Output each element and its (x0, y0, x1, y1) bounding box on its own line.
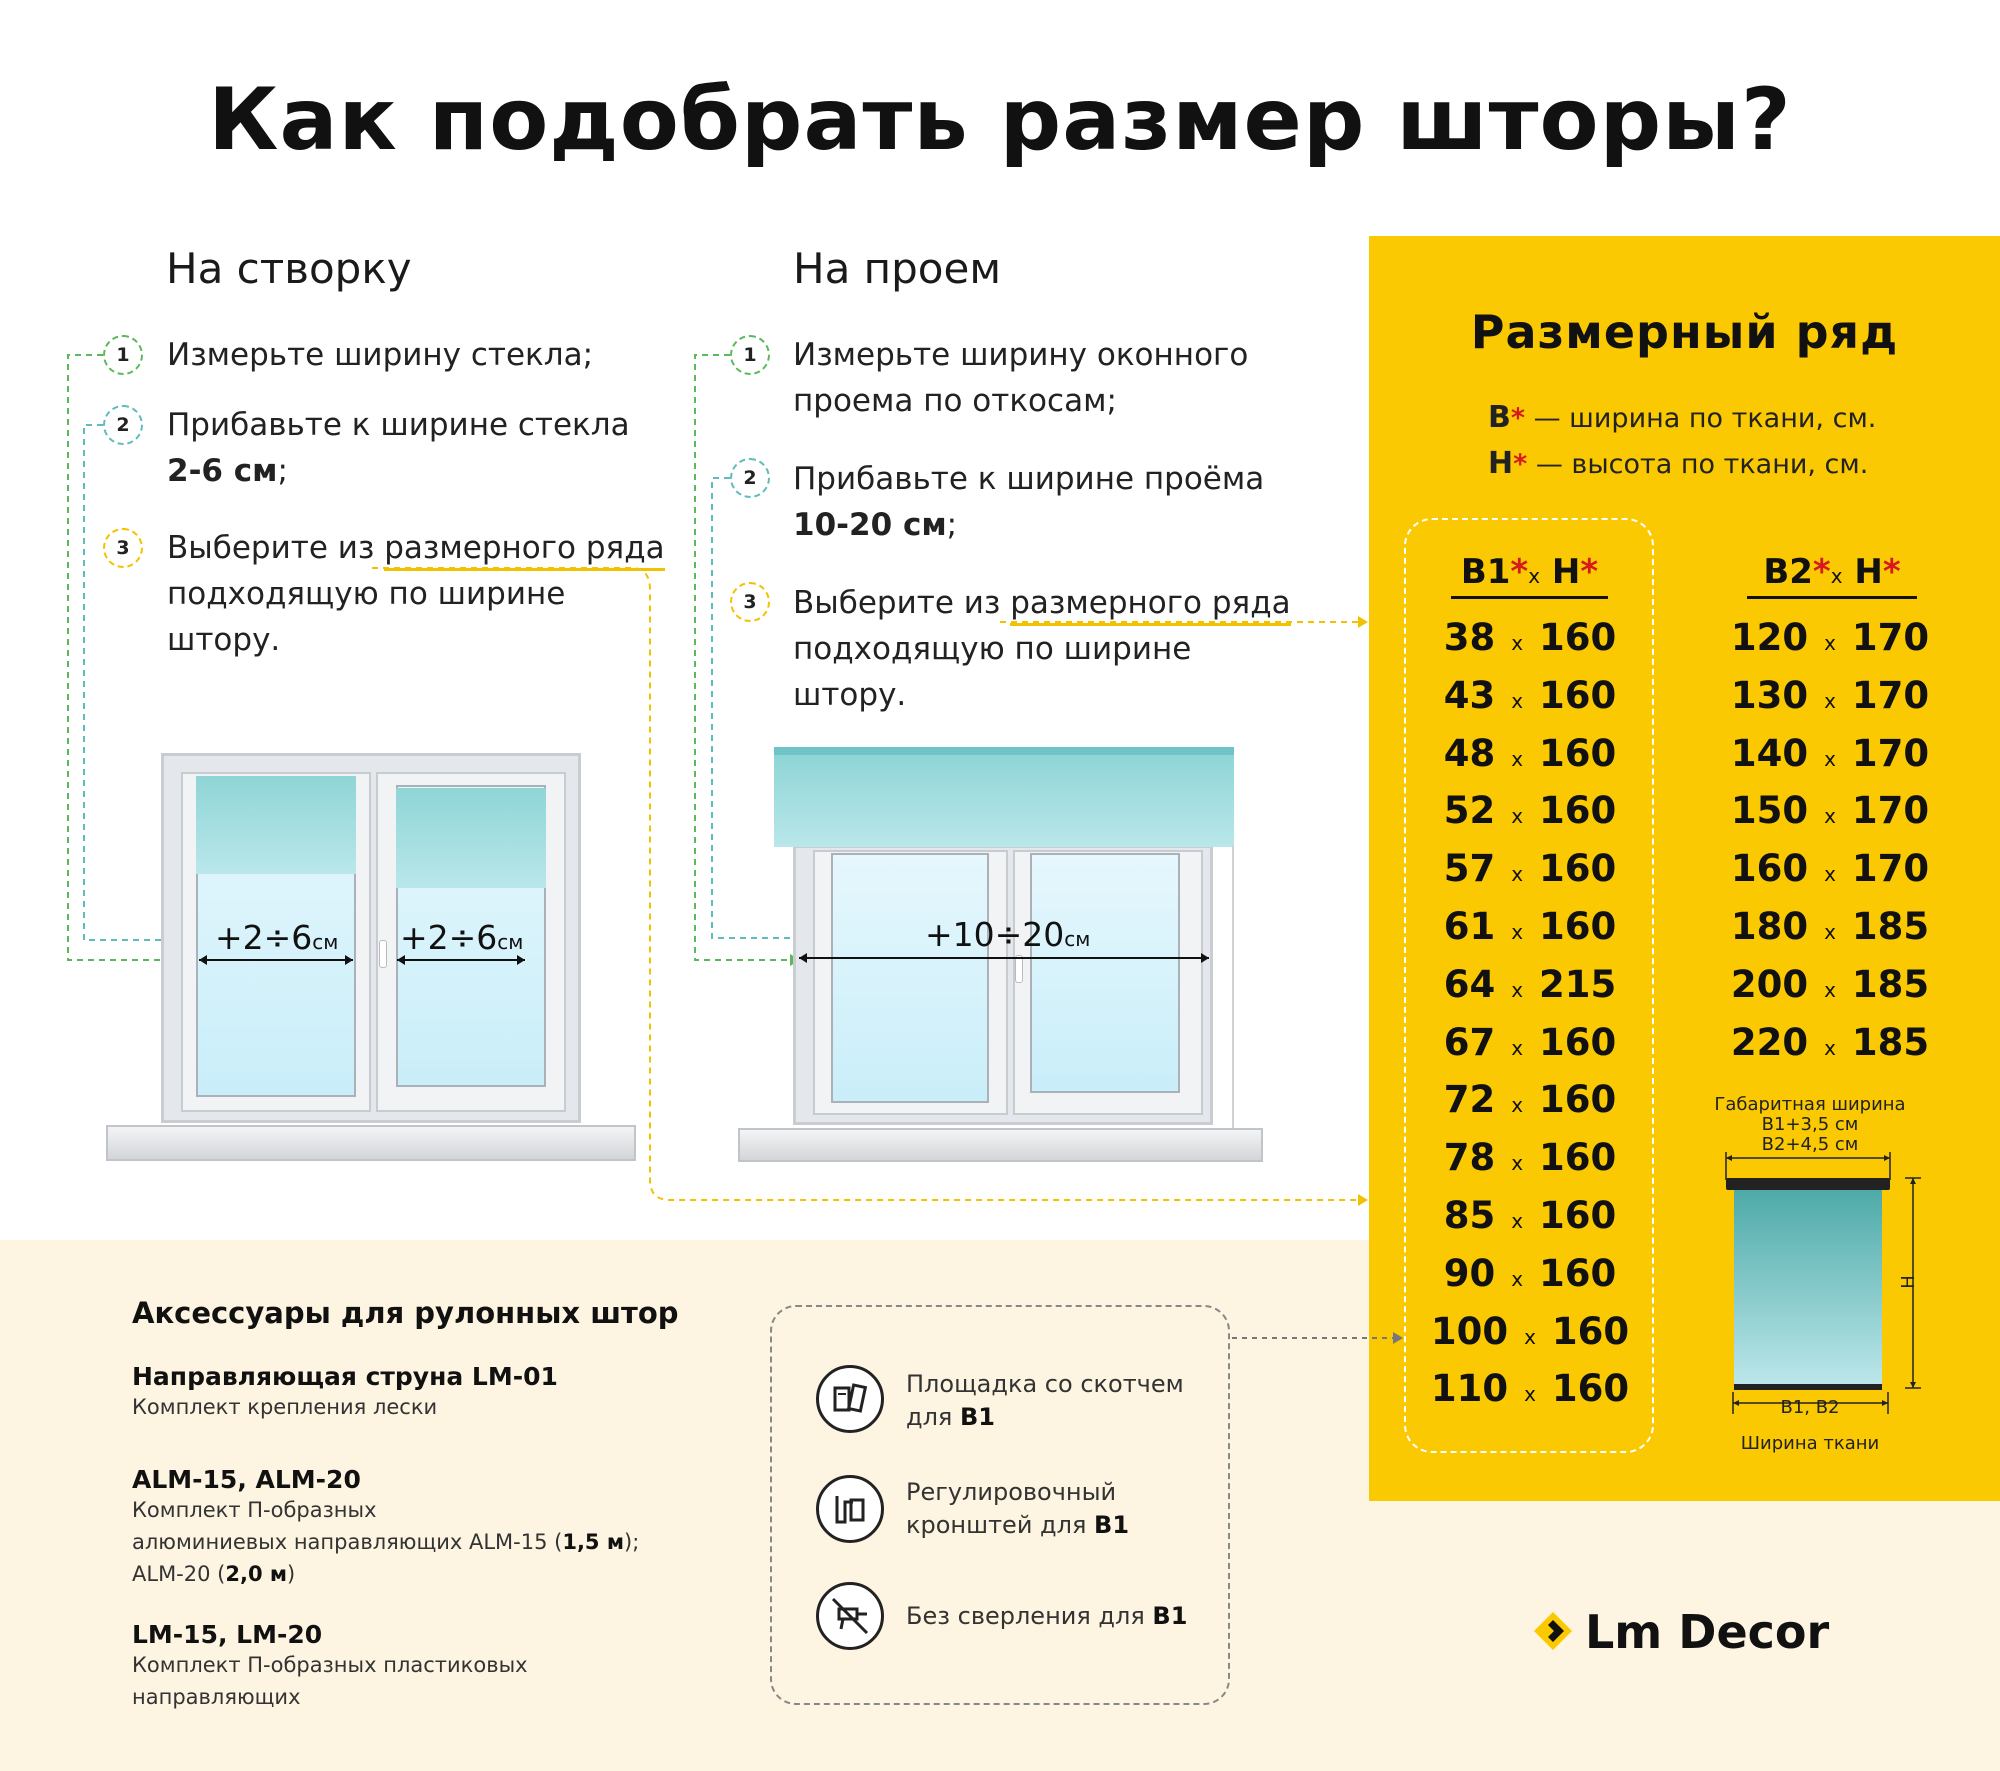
opening-step-2-badge: 2 (730, 458, 770, 498)
opening-step-3-badge: 3 (730, 582, 770, 622)
diagram-bottom-label: В1, В2 (1780, 1397, 1840, 1418)
legend-width: В* — ширина по ткани, см. (1488, 400, 1877, 435)
diagram-fabric-label: Ширина ткани (1740, 1433, 1880, 1454)
col1-header: B1*x H* (1451, 552, 1608, 599)
sash-blind-right (396, 788, 546, 888)
opening-step-1-badge: 1 (730, 335, 770, 375)
accessory-item-lm01: Направляющая струна LM-01 Комплект крепл… (132, 1362, 558, 1419)
opening-step-3-text: Выберите из размерного ряда подходящую п… (793, 585, 1291, 713)
sash-blind-left (196, 776, 356, 874)
bracket-icon (816, 1475, 884, 1543)
opening-window-illustration (738, 745, 1268, 1165)
size-chart-title: Размерный ряд (1470, 305, 1899, 359)
legend-height: Н* — высота по ткани, см. (1488, 446, 1869, 481)
size-column-1-box (1404, 518, 1654, 1453)
page-title: Как подобрать размер шторы? (208, 70, 1792, 170)
sash-section-title: На створку (166, 244, 412, 293)
opening-section-title: На проем (793, 244, 1002, 293)
col2-header: B2*x H* (1747, 552, 1917, 599)
sash-step-3-text: Выберите из размерного ряда подходящую п… (167, 530, 665, 658)
sash-measure-right: +2÷6см (400, 918, 524, 957)
no-drill-icon (816, 1582, 884, 1650)
sash-step-1-text: Измерьте ширину стекла; (167, 337, 594, 373)
tape-pad-icon (816, 1365, 884, 1433)
diagram-height-label: Н (1897, 1275, 1919, 1289)
features-box (770, 1305, 1230, 1705)
accessories-title: Аксессуары для рулонных штор (132, 1296, 679, 1330)
opening-measure-arrow (799, 953, 1209, 963)
opening-step-1-text: Измерьте ширину оконного проема по откос… (793, 337, 1249, 419)
brand-logo-icon (1534, 1612, 1572, 1650)
opening-blind (774, 747, 1234, 847)
sash-measure-arrows (199, 955, 525, 965)
sash-step-1-badge: 1 (103, 335, 143, 375)
accessory-item-alm: ALM-15, ALM-20 Комплект П-образных алюми… (132, 1465, 640, 1586)
fabric-width-arrow (1732, 1392, 1889, 1414)
opening-step-2-bold: 10-20 см (793, 507, 947, 543)
feature-tape-pad: Площадка со скотчем для В1 (906, 1370, 1184, 1431)
sash-step-2-bold: 2-6 см (167, 453, 278, 489)
sash-step-3-badge: 3 (103, 528, 143, 568)
sash-step-2-badge: 2 (103, 405, 143, 445)
feature-no-drill: Без сверления для В1 (906, 1602, 1188, 1630)
brand-name: Lm Decor (1585, 1605, 1830, 1659)
opening-step-2-text: Прибавьте к ширине проёма 10-20 см; (793, 461, 1265, 543)
size-chart-panel (1369, 236, 2000, 1501)
opening-measure: +10÷20см (925, 915, 1091, 954)
feature-bracket: Регулировочный кронштей для В1 (906, 1478, 1130, 1539)
accessory-item-lm15: LM-15, LM-20 Комплект П-образных пластик… (132, 1620, 528, 1709)
sash-measure-left: +2÷6см (215, 918, 339, 957)
diagram-overall-width-label: Габаритная ширина В1+3,5 см В2+4,5 см (1714, 1094, 1906, 1155)
sash-step-2-text: Прибавьте к ширине стекла 2-6 см; (167, 407, 630, 489)
roller-blind-diagram (1725, 1152, 1921, 1390)
sash-window-illustration (106, 750, 636, 1165)
